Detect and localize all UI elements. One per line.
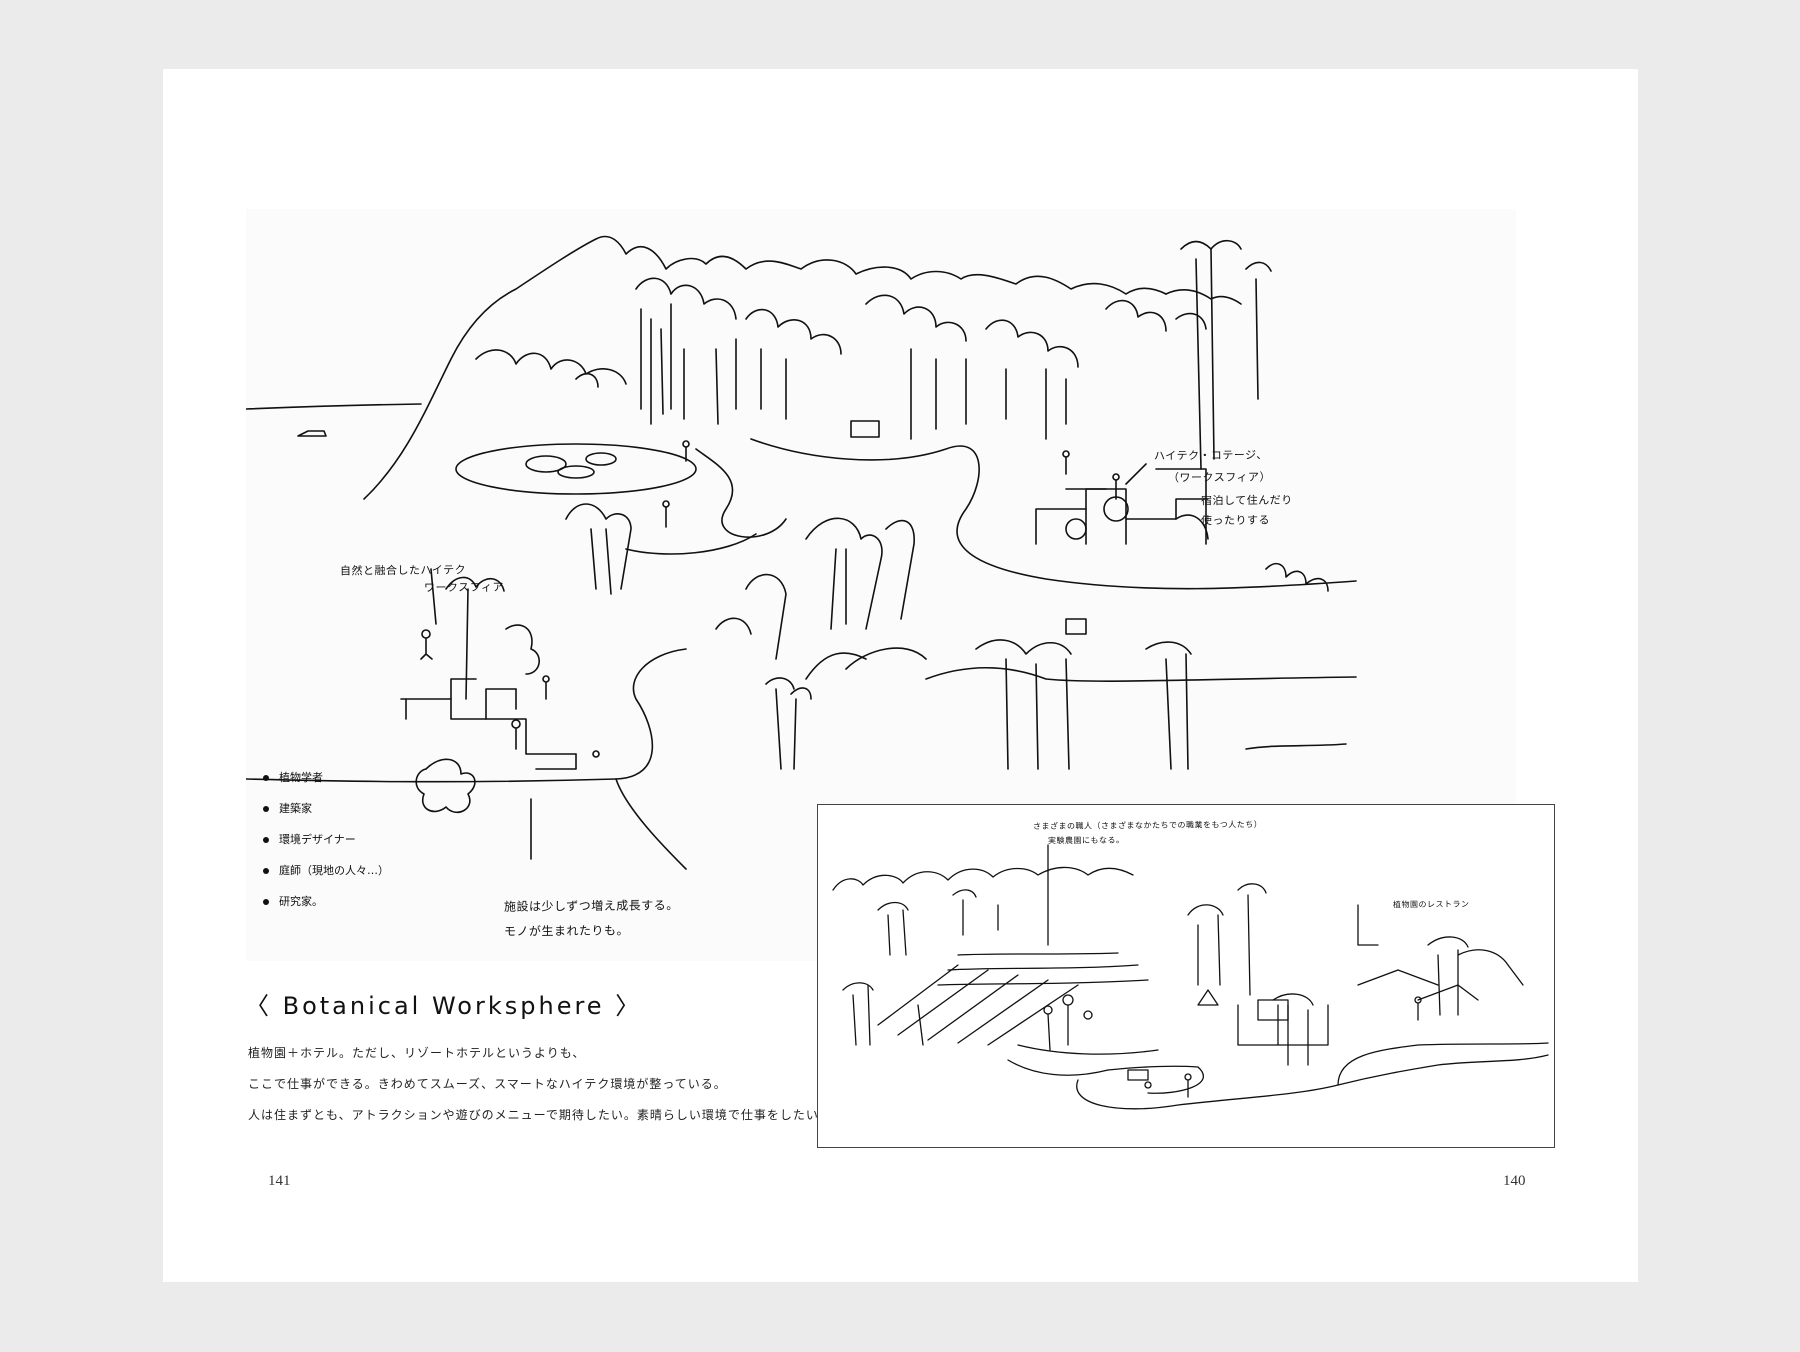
inset-sketch: さまざまの職人（さまざまなかたちでの職業をもつ人たち） 実験農園にもなる。 植物…: [817, 804, 1555, 1148]
annotation-hitech-line2: ワークスフィア: [423, 580, 505, 595]
bullet-icon: [263, 899, 269, 905]
inset-annotation-line2: 実験農園にもなる。: [1047, 835, 1125, 846]
annotation-facility-line2: モノが生まれたりも。: [503, 923, 630, 939]
inset-drawing: [832, 844, 1549, 1110]
list-item: 環境デザイナー: [263, 831, 389, 862]
page-number-right: 140: [1503, 1173, 1526, 1189]
bullet-icon: [263, 837, 269, 843]
landscape-drawing: [246, 235, 1357, 870]
annotation-cottage-line3: 宿泊して住んだり: [1200, 493, 1293, 508]
annotation-hitech-line1: 自然と融合したハイテク: [339, 563, 467, 578]
body-text: 植物園＋ホテル。ただし、リゾートホテルというよりも、 ここで仕事ができる。きわめ…: [248, 1038, 868, 1131]
bullet-icon: [263, 775, 269, 781]
book-spread: 自然と融合したハイテク ワークスフィア ハイテク・コテージ、 （ワークスフィア）…: [163, 69, 1638, 1282]
list-item: 庭師（現地の人々…）: [263, 862, 389, 893]
list-item: 植物学者: [263, 769, 389, 800]
list-item: 建築家: [263, 800, 389, 831]
inset-annotation-restaurant: 植物園のレストラン: [1392, 899, 1470, 910]
bullet-icon: [263, 806, 269, 812]
page-number-left: 141: [268, 1173, 291, 1189]
annotation-facility-line1: 施設は少しずつ増え成長する。: [503, 898, 679, 914]
people-list: 植物学者 建築家 環境デザイナー 庭師（現地の人々…） 研究家。: [263, 769, 389, 924]
bullet-icon: [263, 868, 269, 874]
annotation-cottage-line1: ハイテク・コテージ、: [1153, 448, 1268, 463]
inset-annotation-line1: さまざまの職人（さまざまなかたちでの職業をもつ人たち）: [1032, 820, 1263, 831]
page-title: 〈 Botanical Worksphere 〉: [245, 992, 643, 1020]
list-item: 研究家。: [263, 893, 389, 924]
body-line: 人は住まずとも、アトラクションや遊びのメニューで期待したい。素晴らしい環境で仕事…: [248, 1108, 832, 1122]
annotation-cottage-line4: 使ったりする: [1200, 513, 1271, 528]
body-line: 植物園＋ホテル。ただし、リゾートホテルというよりも、: [248, 1046, 586, 1060]
annotation-cottage-line2: （ワークスフィア）: [1167, 470, 1272, 485]
body-line: ここで仕事ができる。きわめてスムーズ、スマートなハイテク環境が整っている。: [248, 1077, 727, 1091]
